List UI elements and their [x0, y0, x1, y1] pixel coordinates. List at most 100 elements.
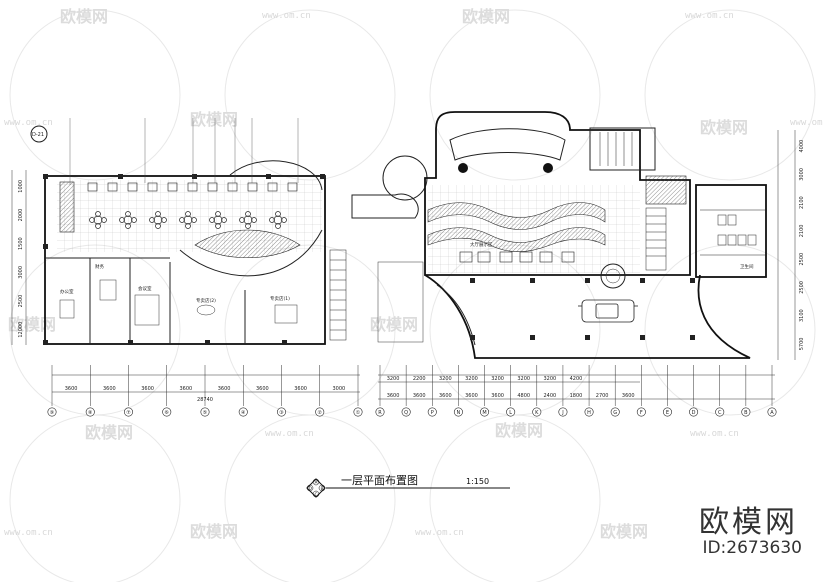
axis-label: N	[457, 410, 461, 416]
axis-label: F	[640, 410, 643, 416]
room-label-office: 办公室	[60, 288, 74, 295]
axis-label: ⑦	[126, 410, 131, 416]
watermark-text: 欧模网	[190, 522, 238, 541]
dimension-value: 4800	[517, 393, 530, 399]
axis-label: Q	[404, 410, 408, 416]
wave-band-hatch	[427, 227, 606, 253]
dimension-value: 3600	[141, 386, 154, 392]
dimension-value: 3600	[622, 393, 635, 399]
right-vertical-dimension: 3100	[799, 309, 805, 322]
watermark-text: 欧模网	[190, 110, 238, 129]
axis-circle	[85, 407, 95, 417]
marker-letter: D	[309, 486, 313, 492]
left-dimensions	[11, 170, 27, 345]
axis-circle	[124, 407, 134, 417]
dimension-value: 3200	[387, 376, 400, 382]
watermark-url: www.om.cn	[415, 528, 464, 538]
wave-band-hatch	[427, 202, 606, 230]
elevator-shaft	[645, 175, 687, 205]
axis-label: ④	[241, 410, 246, 416]
left-building-block: 办公室 财务 会议室 专卖店(2) 专卖店(1) D-21	[30, 118, 347, 345]
dimension-total: 28740	[197, 397, 213, 403]
right-building-block: 大厅展示区	[424, 111, 796, 360]
axis-circle	[427, 407, 437, 417]
axis-label: ②	[318, 410, 323, 416]
axis-label: B	[744, 410, 748, 416]
axis-label: A	[770, 410, 774, 416]
axis-circle	[453, 407, 463, 417]
dimension-value: 3600	[103, 386, 116, 392]
canopy-inner-line	[436, 284, 476, 346]
axis-label: L	[509, 410, 512, 416]
marker-letter: C	[315, 492, 318, 498]
dimension-value: 3600	[294, 386, 307, 392]
axis-circle	[238, 407, 248, 417]
dimension-value: 3600	[465, 393, 478, 399]
axis-circle	[532, 407, 542, 417]
axis-circle	[375, 407, 385, 417]
axis-circle	[689, 407, 699, 417]
axis-circle	[662, 407, 672, 417]
right-vertical-dimension: 3000	[799, 168, 805, 181]
left-vertical-dimension: 2000	[18, 209, 24, 222]
watermark-text: 欧模网	[495, 421, 543, 440]
dimension-value: 3600	[218, 386, 231, 392]
top-stair-treads	[599, 132, 641, 166]
watermark-url: www.om.cn	[4, 528, 53, 538]
axis-label: J	[561, 410, 563, 416]
axis-circle	[741, 407, 751, 417]
watermark-text: 欧模网	[600, 522, 648, 541]
dimension-value: 1800	[570, 393, 583, 399]
dimension-value: 3200	[517, 376, 530, 382]
room-label-toilet: 卫生间	[740, 263, 754, 270]
round-planter-inner	[605, 268, 621, 284]
dimension-value: 3600	[65, 386, 78, 392]
brand-logo-text: 欧模网	[699, 505, 798, 540]
room-label-vip1: 专卖店(1)	[270, 295, 290, 302]
feature-column	[458, 163, 468, 173]
toilet-block	[695, 184, 767, 278]
flower-tables	[89, 211, 287, 229]
curved-feature-hatch	[194, 229, 301, 258]
right-vertical-dimension: 2500	[799, 281, 805, 294]
dimension-value: 3200	[439, 376, 452, 382]
drawing-title: 一层平面布置图	[341, 474, 418, 487]
section-marker	[30, 125, 48, 143]
display-table	[274, 304, 298, 324]
axis-circle	[353, 407, 363, 417]
axis-circle	[162, 407, 172, 417]
watermark-url: www.om.cn	[685, 11, 734, 21]
axis-label: E	[666, 410, 669, 416]
watermark-url: www.om.cn	[262, 11, 311, 21]
watermark-text: 欧模网	[462, 7, 510, 26]
dimension-value: 2200	[413, 376, 426, 382]
round-planter	[600, 263, 626, 289]
axis-label: ⑥	[165, 410, 170, 416]
axis-label: R	[378, 410, 382, 416]
title-block: A B C D 一层平面布置图 1:150	[306, 474, 510, 498]
right-vertical-dimension: 2100	[799, 225, 805, 238]
dimension-value: 3600	[180, 386, 193, 392]
watermark-text: 欧模网	[370, 315, 418, 334]
right-vertical-dimension: 5700	[799, 338, 805, 351]
axis-label: D	[692, 410, 696, 416]
right-vertical-dimension: 2500	[799, 253, 805, 266]
axis-label: ⑨	[50, 410, 54, 416]
dimension-value: 2400	[543, 393, 556, 399]
meeting-table	[134, 294, 160, 326]
left-vertical-dimension: 1500	[18, 237, 24, 250]
dimension-value: 3600	[256, 386, 269, 392]
axis-circle	[506, 407, 516, 417]
toilet-stalls	[700, 209, 766, 256]
axis-circle	[636, 407, 646, 417]
desk	[59, 299, 75, 319]
round-table	[196, 304, 216, 316]
watermark-text: 欧模网	[60, 7, 108, 26]
brand-id: ID:2673630	[702, 538, 802, 558]
watermark-text: 欧模网	[700, 118, 748, 137]
axis-circle	[315, 407, 325, 417]
desk	[99, 279, 117, 301]
drawing-scale: 1:150	[466, 477, 489, 486]
